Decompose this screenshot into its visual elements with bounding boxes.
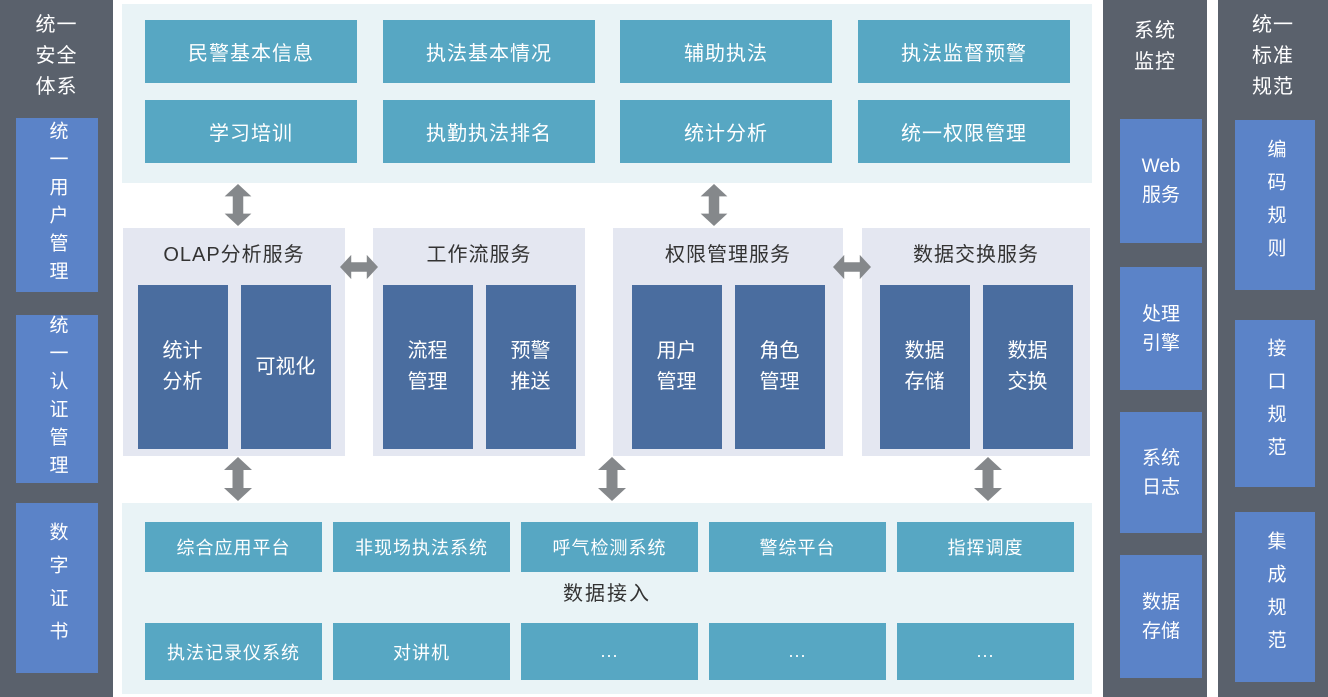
double-arrow-vertical-icon: [700, 184, 728, 226]
double-arrow-vertical-icon: [974, 457, 1002, 501]
app-box-permission: 统一权限管理: [858, 100, 1070, 163]
service-panel-children: 统计 分析 可视化: [123, 285, 345, 449]
service-panel-title: 权限管理服务: [665, 244, 791, 266]
data-access-label: 数据接入: [563, 583, 651, 605]
double-arrow-horizontal-icon: [833, 254, 871, 280]
service-panel-children: 用户 管理 角色 管理: [613, 285, 843, 449]
standards-item-integration-spec: 集成规范: [1235, 512, 1315, 682]
service-panel-children: 数据 存储 数据 交换: [862, 285, 1090, 449]
source-box-more: ...: [709, 623, 886, 680]
source-box-more: ...: [897, 623, 1074, 680]
data-access-layer: 综合应用平台 非现场执法系统 呼气检测系统 警综平台 指挥调度 数据接入 执法记…: [122, 503, 1092, 694]
security-item-digital-cert: 数字证书: [16, 503, 98, 673]
service-panel-title: 工作流服务: [426, 244, 532, 266]
security-sidebar-title: 统一 安全 体系: [35, 14, 78, 98]
app-box-assist: 辅助执法: [620, 20, 832, 83]
monitor-sidebar: 系统 监控 Web 服务 处理 引擎 系统 日志 数据 存储: [1103, 0, 1207, 697]
service-panel-children: 流程 管理 预警 推送: [373, 285, 585, 449]
service-panel-workflow: 工作流服务 流程 管理 预警 推送: [373, 228, 585, 456]
security-item-user-mgmt: 统一用户管理: [16, 118, 98, 292]
app-box-training: 学习培训: [145, 100, 357, 163]
service-child-user-mgmt: 用户 管理: [631, 285, 722, 449]
service-child-process-mgmt: 流程 管理: [382, 285, 473, 449]
double-arrow-horizontal-icon: [340, 254, 378, 280]
service-panel-permission: 权限管理服务 用户 管理 角色 管理: [613, 228, 843, 456]
source-box-intercom: 对讲机: [333, 623, 510, 680]
service-child-stat-analysis: 统计 分析: [137, 285, 228, 449]
application-layer: 民警基本信息 执法基本情况 辅助执法 执法监督预警 学习培训 执勤执法排名 统计…: [122, 4, 1092, 183]
monitor-item-web-service: Web 服务: [1120, 119, 1202, 243]
system-box-integrated-platform: 综合应用平台: [145, 522, 322, 572]
app-box-ranking: 执勤执法排名: [383, 100, 595, 163]
monitor-item-system-log: 系统 日志: [1120, 412, 1202, 533]
app-box-police-info: 民警基本信息: [145, 20, 357, 83]
standards-sidebar-title: 统一 标准 规范: [1252, 14, 1294, 98]
service-child-alert-push: 预警 推送: [485, 285, 576, 449]
monitor-item-process-engine: 处理 引擎: [1120, 267, 1202, 390]
service-child-data-exchange: 数据 交换: [982, 285, 1073, 449]
service-child-role-mgmt: 角色 管理: [734, 285, 825, 449]
source-box-more: ...: [521, 623, 698, 680]
service-panel-title: OLAP分析服务: [163, 244, 305, 266]
system-box-police-platform: 警综平台: [709, 522, 886, 572]
security-sidebar: 统一 安全 体系 统一用户管理 统一认证管理 数字证书: [0, 0, 113, 697]
service-panel-olap: OLAP分析服务 统计 分析 可视化: [123, 228, 345, 456]
double-arrow-vertical-icon: [224, 457, 252, 501]
app-box-supervision: 执法监督预警: [858, 20, 1070, 83]
source-box-body-camera: 执法记录仪系统: [145, 623, 322, 680]
monitor-sidebar-title: 系统 监控: [1134, 20, 1176, 73]
service-child-visualization: 可视化: [240, 285, 331, 449]
security-item-auth-mgmt: 统一认证管理: [16, 315, 98, 483]
system-box-command-dispatch: 指挥调度: [897, 522, 1074, 572]
standards-item-coding-rules: 编码规则: [1235, 120, 1315, 290]
double-arrow-vertical-icon: [224, 184, 252, 226]
service-panel-exchange: 数据交换服务 数据 存储 数据 交换: [862, 228, 1090, 456]
double-arrow-vertical-icon: [598, 457, 626, 501]
standards-sidebar: 统一 标准 规范 编码规则 接口规范 集成规范: [1218, 0, 1328, 697]
app-box-statistics: 统计分析: [620, 100, 832, 163]
service-panel-title: 数据交换服务: [913, 244, 1039, 266]
monitor-item-data-storage: 数据 存储: [1120, 555, 1202, 678]
service-child-data-storage: 数据 存储: [879, 285, 970, 449]
system-box-breath-test: 呼气检测系统: [521, 522, 698, 572]
system-box-offsite-enforcement: 非现场执法系统: [333, 522, 510, 572]
app-box-enforcement-info: 执法基本情况: [383, 20, 595, 83]
standards-item-interface-spec: 接口规范: [1235, 320, 1315, 487]
